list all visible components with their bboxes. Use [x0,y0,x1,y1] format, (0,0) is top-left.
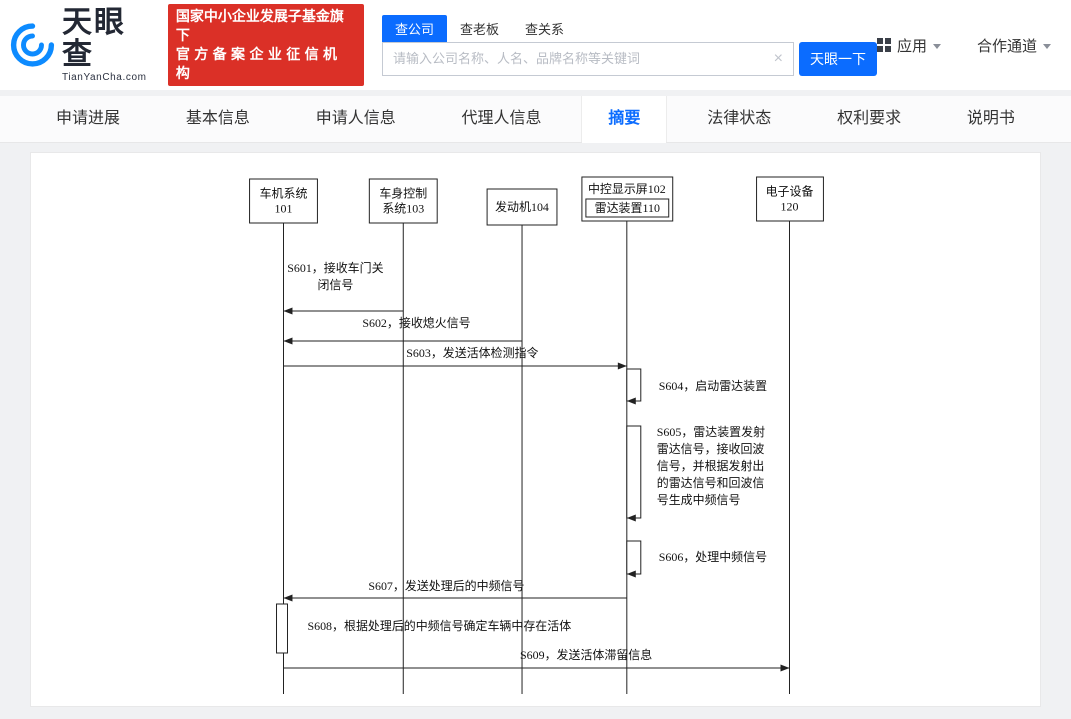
search-tab-company[interactable]: 查公司 [381,14,447,42]
tab-agent-info[interactable]: 代理人信息 [461,110,542,127]
header-menu: 应用 合作通道 [876,35,1055,56]
actor-label-device: 电子设备 [766,184,814,198]
header: 天眼查 TianYanCha.com 国家中小企业发展子基金旗下 官方备案企业征… [0,0,1071,90]
tab-applicant-info[interactable]: 申请人信息 [315,110,396,127]
actor-label-head-unit: 101 [275,201,293,215]
message-label-s605-label: 信号，并根据发射出 [657,458,765,473]
actor-inner-label-display: 雷达装置110 [595,201,660,215]
search-box: × [381,41,794,76]
self-arrowhead-s605 [626,514,636,522]
message-label-s605-label: 的雷达信号和回波信 [657,475,765,490]
apps-label: 应用 [896,37,927,55]
message-label-s601-label: 闭信号 [317,278,353,292]
tab-application-progress[interactable]: 申请进展 [56,110,121,127]
apps-grid-icon [876,38,891,52]
logo[interactable]: 天眼查 TianYanCha.com [10,7,156,83]
actor-label-display: 中控显示屏102 [588,181,666,196]
actor-box-engine [486,188,558,226]
activation-s608 [276,603,288,654]
official-badge: 国家中小企业发展子基金旗下 官方备案企业征信机构 [167,4,364,86]
message-label-s603-label: S603，发送活体检测指令 [406,345,538,360]
actor-box-device [756,176,824,222]
actor-label-engine: 发动机104 [495,199,549,214]
arrowhead-s609 [780,664,790,672]
tab-abstract[interactable]: 摘要 [581,96,668,143]
search-tabs: 查公司查老板 查关系 [381,14,877,42]
message-label-s608-label: S608，根据处理后的中频信号确定车辆中存在活体 [307,618,571,633]
message-label-s609-label: S609，发送活体滞留信息 [520,647,652,662]
patent-tabs: 申请进展 基本信息 申请人信息 代理人信息 摘要 法律状态 权利要求 说明书 [0,96,1071,143]
badge-line1: 国家中小企业发展子基金旗下 [175,8,344,43]
search-row: × 天眼一下 [381,41,877,76]
search-tab-boss[interactable]: 查老板 [459,21,499,37]
actor-box-body-control [368,178,438,224]
partner-menu[interactable]: 合作通道 [977,35,1051,56]
message-label-s605-label: 雷达信号，接收回波 [657,441,765,456]
apps-menu[interactable]: 应用 [876,35,941,56]
activation-s606 [626,540,642,575]
message-label-s606-label: S606，处理中频信号 [659,549,767,564]
clear-icon[interactable]: × [773,49,783,67]
actor-box-head-unit [249,178,318,224]
activation-s604 [626,368,642,402]
self-arrowhead-s604 [626,397,636,405]
self-arrowhead-s606 [626,570,636,578]
search-tab-relation[interactable]: 查关系 [525,21,565,37]
message-label-s602-label: S602，接收熄火信号 [362,315,470,330]
actor-label-head-unit: 车机系统 [260,185,308,200]
arrowhead-s601 [283,307,293,315]
arrowhead-s602 [283,337,293,345]
message-label-s601-label: S601，接收车门关 [287,260,383,275]
message-label-s604-label: S604，启动雷达装置 [659,379,767,393]
caret-down-icon [932,43,941,49]
tab-claims[interactable]: 权利要求 [837,110,902,127]
logo-text: 天眼查 [61,6,126,71]
tab-description[interactable]: 说明书 [966,110,1015,127]
tianyancha-logo-icon [10,23,55,67]
message-label-s605-label: S605，雷达装置发射 [657,424,765,439]
logo-subtext: TianYanCha.com [61,72,147,83]
tab-legal-status[interactable]: 法律状态 [707,110,772,127]
arrowhead-s607 [283,594,293,602]
actor-label-body-control: 系统103 [382,201,424,215]
message-label-s605-label: 号生成中频信号 [657,492,741,507]
actor-label-device: 120 [781,199,799,213]
tab-basic-info[interactable]: 基本信息 [185,110,250,127]
search-button[interactable]: 天眼一下 [798,41,877,76]
caret-down-icon [1043,43,1051,49]
badge-line2: 官方备案企业征信机构 [175,46,342,81]
partner-label: 合作通道 [976,37,1037,55]
message-label-s607-label: S607，发送处理后的中频信号 [368,578,524,593]
search-input[interactable] [382,51,764,66]
actor-label-body-control: 车身控制 [379,185,427,200]
activation-s605 [626,425,642,519]
arrowhead-s603 [617,362,627,370]
actor-inner-box-display [585,198,670,218]
